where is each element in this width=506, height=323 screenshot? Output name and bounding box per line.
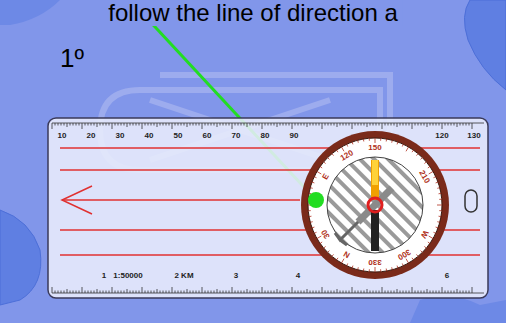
scale-ratio: 1:50000 xyxy=(113,272,142,280)
scale-number: 30 xyxy=(116,132,125,140)
scale-number: 1 xyxy=(102,272,106,280)
scale-unit: 2 KM xyxy=(174,272,193,280)
scale-number: 130 xyxy=(467,132,480,140)
scale-number: 4 xyxy=(296,272,300,280)
scale-number: 50 xyxy=(174,132,183,140)
scale-number: 40 xyxy=(145,132,154,140)
scale-number: 3 xyxy=(234,272,238,280)
scale-number: 70 xyxy=(232,132,241,140)
instruction-text: follow the line of direction a xyxy=(104,0,402,26)
scale-number: 20 xyxy=(87,132,96,140)
scale-number: 80 xyxy=(261,132,270,140)
scale-number: 90 xyxy=(290,132,299,140)
scale-number: 10 xyxy=(58,132,67,140)
scale-number: 120 xyxy=(435,132,448,140)
scale-number: 60 xyxy=(203,132,212,140)
bezel-label: 330 xyxy=(368,258,381,266)
scale-number: 6 xyxy=(445,272,449,280)
bezel-label: 150 xyxy=(368,144,381,152)
step-number: 1º xyxy=(60,45,84,71)
